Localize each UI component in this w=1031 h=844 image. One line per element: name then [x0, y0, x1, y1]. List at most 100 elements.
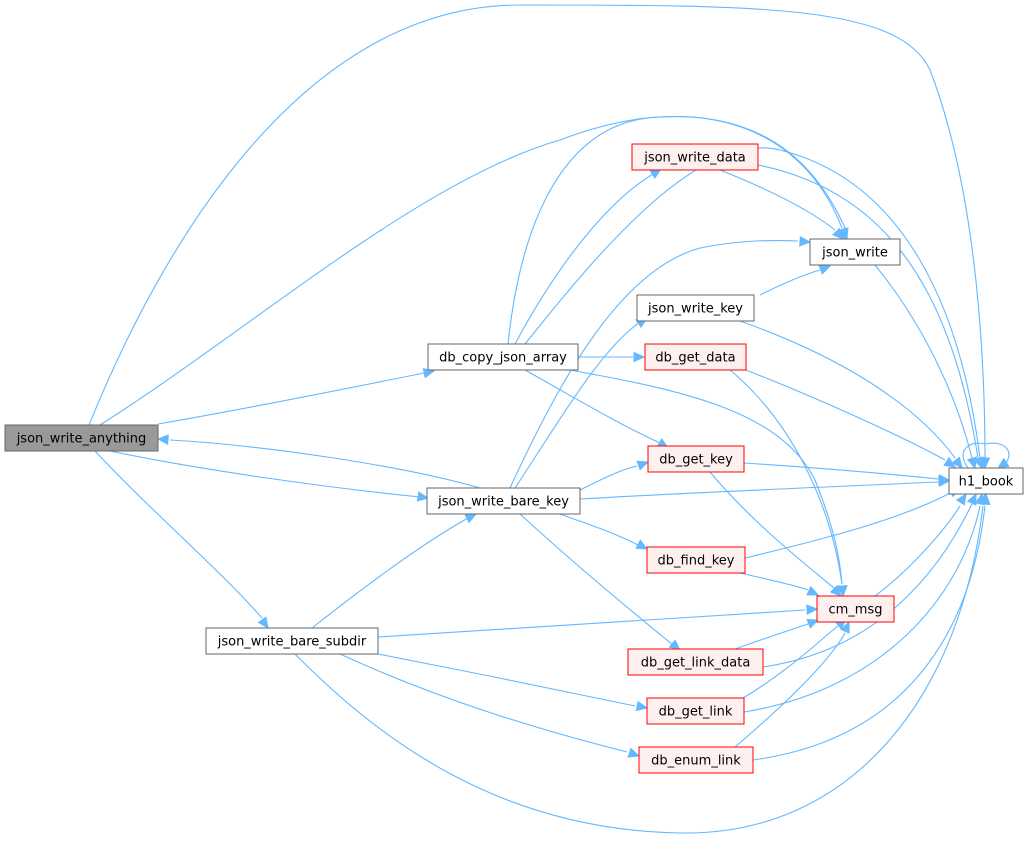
node-box — [647, 445, 745, 473]
node-db_find_key[interactable]: db_find_key — [646, 546, 746, 574]
node-db_get_data[interactable]: db_get_data — [644, 343, 747, 371]
edge-line — [157, 372, 425, 425]
edge-line — [569, 369, 843, 585]
edge-arrowhead — [633, 351, 646, 363]
node-db_enum_link[interactable]: db_enum_link — [638, 746, 754, 774]
edge-line — [88, 4, 986, 461]
node-box — [644, 343, 747, 371]
edge-line — [524, 369, 661, 444]
edge-line — [524, 147, 981, 459]
node-json_write_bare_key[interactable]: json_write_bare_key — [426, 487, 581, 515]
edge-arrowhead — [980, 492, 991, 505]
edge-json_write_key-to-json_write — [759, 264, 832, 296]
node-h1_book[interactable]: h1_book — [948, 467, 1024, 495]
edge-json_write_anything-to-db_copy_json_array — [157, 368, 436, 425]
node-db_copy_json_array[interactable]: db_copy_json_array — [427, 343, 579, 371]
edge-line — [962, 442, 1010, 469]
edge-json_write_bare_subdir-to-cm_msg — [377, 604, 819, 638]
edge-json_write_anything-to-json_write_bare_subdir — [94, 450, 269, 629]
edge-json_write-to-h1_book — [874, 264, 977, 470]
node-json_write_key[interactable]: json_write_key — [636, 294, 755, 322]
edge-line — [311, 517, 469, 629]
edge-cm_msg-to-h1_book — [874, 492, 967, 597]
edge-json_write_anything-to-h1_book — [88, 4, 991, 470]
edge-arrowhead — [806, 618, 820, 629]
node-box — [646, 697, 745, 725]
edge-line — [377, 653, 636, 707]
edge-json_write_bare_key-to-h1_book — [579, 476, 951, 500]
node-label: db_get_link_data — [641, 656, 751, 671]
node-label: db_get_link — [659, 705, 733, 720]
edge-json_write_bare_key-to-json_write_anything — [156, 434, 481, 489]
edge-json_write_data-to-json_write — [719, 169, 844, 240]
node-db_get_link[interactable]: db_get_link — [646, 697, 745, 725]
edge-line — [514, 173, 654, 345]
edge-arrowhead — [837, 585, 848, 598]
edge-arrowhead — [943, 456, 957, 468]
edge-arrowhead — [156, 434, 169, 445]
edge-line — [743, 462, 939, 480]
edge-line — [719, 169, 836, 231]
edge-arrowhead — [838, 227, 849, 241]
edge-db_get_data-to-h1_book — [745, 369, 957, 468]
edge-json_write_key-to-h1_book — [739, 320, 963, 469]
edge-arrowhead — [806, 604, 819, 615]
node-cm_msg[interactable]: cm_msg — [816, 595, 895, 623]
edge-line — [509, 240, 799, 489]
node-db_get_key[interactable]: db_get_key — [647, 445, 745, 473]
edge-line — [579, 481, 939, 500]
edge-db_copy_json_array-to-db_get_data — [578, 351, 646, 363]
edge-arrowhead — [464, 513, 478, 524]
node-json_write_data[interactable]: json_write_data — [631, 143, 759, 171]
edge-arrowhead — [996, 457, 1010, 469]
edge-json_write_bare_subdir-to-db_enum_link — [339, 653, 641, 758]
edge-arrowhead — [966, 456, 977, 470]
edge-arrowhead — [636, 460, 650, 471]
node-json_write_anything[interactable]: json_write_anything — [4, 424, 159, 452]
edge-line — [743, 505, 981, 713]
edge-db_get_link_data-to-cm_msg — [734, 618, 820, 650]
node-json_write[interactable]: json_write — [809, 238, 901, 266]
edge-arrowhead — [966, 492, 977, 506]
edge-arrowhead — [416, 491, 430, 502]
node-box — [636, 294, 755, 322]
edge-line — [734, 632, 846, 748]
edge-arrowhead — [635, 539, 649, 550]
edge-arrowhead — [832, 227, 844, 240]
edge-db_get_key-to-cm_msg — [709, 471, 842, 597]
edge-line — [579, 465, 638, 491]
edge-arrowhead — [257, 616, 269, 629]
node-label: json_write — [821, 246, 888, 261]
edge-line — [745, 369, 946, 461]
edge-line — [739, 572, 809, 591]
node-box — [426, 487, 581, 515]
edge-line — [759, 269, 821, 296]
edge-line — [294, 505, 984, 834]
edge-arrowhead — [938, 473, 951, 485]
edge-line — [739, 320, 956, 459]
edge-line — [709, 471, 835, 589]
node-label: db_copy_json_array — [439, 351, 567, 366]
edge-line — [752, 505, 986, 761]
edge-arrowhead — [951, 456, 963, 469]
edge-db_get_link_data-to-h1_book — [762, 492, 977, 668]
edge-line — [744, 491, 953, 559]
edge-json_write_bare_subdir-to-json_write_bare_key — [311, 513, 478, 629]
node-box — [816, 595, 895, 623]
node-label: cm_msg — [829, 603, 883, 618]
edge-json_write_anything-to-json_write_bare_key — [109, 450, 430, 502]
edge-line — [109, 450, 421, 498]
edge-arrowhead — [840, 620, 850, 634]
edge-json_write_bare_key-to-db_find_key — [559, 513, 649, 550]
node-label: db_find_key — [658, 554, 735, 569]
edge-line — [762, 503, 973, 668]
node-label: h1_book — [959, 475, 1014, 490]
node-json_write_bare_subdir[interactable]: json_write_bare_subdir — [205, 627, 379, 655]
edge-line — [507, 116, 846, 345]
node-db_get_link_data[interactable]: db_get_link_data — [627, 648, 764, 676]
node-label: db_get_data — [655, 351, 735, 366]
node-label: json_write_key — [647, 302, 743, 317]
node-label: json_write_anything — [16, 432, 147, 447]
edge-line — [739, 625, 839, 701]
edge-arrowhead — [818, 264, 832, 275]
